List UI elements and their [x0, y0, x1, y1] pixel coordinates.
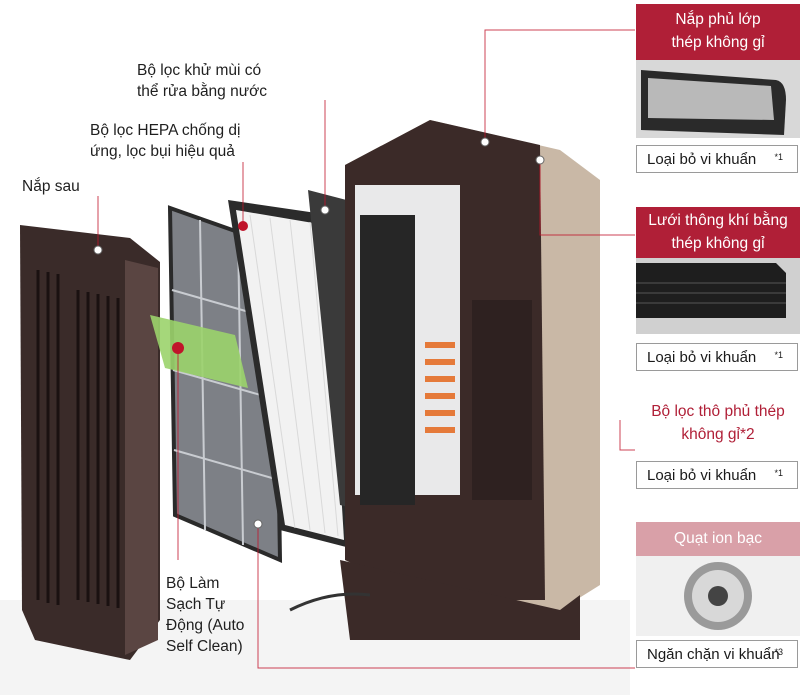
stainless-cover-photo: [636, 60, 800, 138]
label-line: Động (Auto: [166, 617, 245, 634]
callout-note-text: Ngăn chặn vi khuẩn: [647, 646, 780, 663]
label-line: thể rửa bằng nước: [137, 83, 268, 100]
footnote-mark: *1: [774, 468, 783, 478]
label-line: Bộ lọc khử mùi có: [137, 62, 262, 79]
label-line: Bộ lọc HEPA chống dị: [90, 122, 241, 139]
footnote-mark: *1: [774, 350, 783, 360]
callout-title-line: thép không gỉ: [671, 34, 765, 51]
label-line: Sạch Tự: [166, 596, 226, 613]
back-cover-panel: [20, 225, 160, 660]
vent-mesh-icon: [636, 258, 800, 334]
callout-title-line: thép không gỉ: [671, 235, 765, 252]
ion-fan-photo: [636, 556, 800, 636]
callout-stainless-cover-title: Nắp phủ lớp thép không gỉ: [636, 4, 800, 60]
callout-note-text: Loại bỏ vi khuẩn: [647, 467, 757, 484]
footnote-mark: *1: [774, 152, 783, 162]
label-washable-filter: Bộ lọc khử mùi có thể rửa bằng nước: [137, 60, 267, 102]
label-hepa-filter: Bộ lọc HEPA chống dị ứng, lọc bụi hiệu q…: [90, 120, 241, 162]
main-unit: [289, 120, 600, 640]
label-line: Self Clean): [166, 638, 243, 655]
callout-vent-mesh-note: Loại bỏ vi khuẩn *1: [636, 343, 798, 371]
callout-title-line: không gỉ*2: [681, 426, 755, 443]
label-auto-clean: Bộ Làm Sạch Tự Động (Auto Self Clean): [166, 573, 244, 657]
callout-note-text: Loại bỏ vi khuẩn: [647, 151, 757, 168]
label-back-cover: Nắp sau: [22, 178, 80, 195]
callout-title-line: Lưới thông khí bằng: [648, 212, 788, 229]
callout-vent-mesh-title: Lưới thông khí bằng thép không gỉ: [636, 207, 800, 259]
label-line: Bộ Làm: [166, 575, 220, 592]
label-line: ứng, lọc bụi hiệu quả: [90, 143, 235, 160]
callout-note-text: Loại bỏ vi khuẩn: [647, 349, 757, 366]
footnote-mark: *3: [774, 647, 783, 657]
callout-prefilter-title: Bộ lọc thô phủ thép không gỉ*2: [636, 398, 800, 452]
callout-ion-fan-note: Ngăn chặn vi khuẩn*3: [636, 640, 798, 668]
callout-prefilter-note: Loại bỏ vi khuẩn *1: [636, 461, 798, 489]
callout-ion-fan-title: Quạt ion bạc: [636, 522, 800, 556]
callout-title-line: Nắp phủ lớp: [675, 11, 761, 28]
fan-icon: [684, 562, 752, 630]
callout-title-line: Quạt ion bạc: [674, 530, 762, 547]
callout-title-line: Bộ lọc thô phủ thép: [651, 403, 785, 420]
stainless-cover-icon: [636, 60, 800, 138]
vent-mesh-photo: [636, 258, 800, 334]
callout-stainless-cover-note: Loại bỏ vi khuẩn *1: [636, 145, 798, 173]
